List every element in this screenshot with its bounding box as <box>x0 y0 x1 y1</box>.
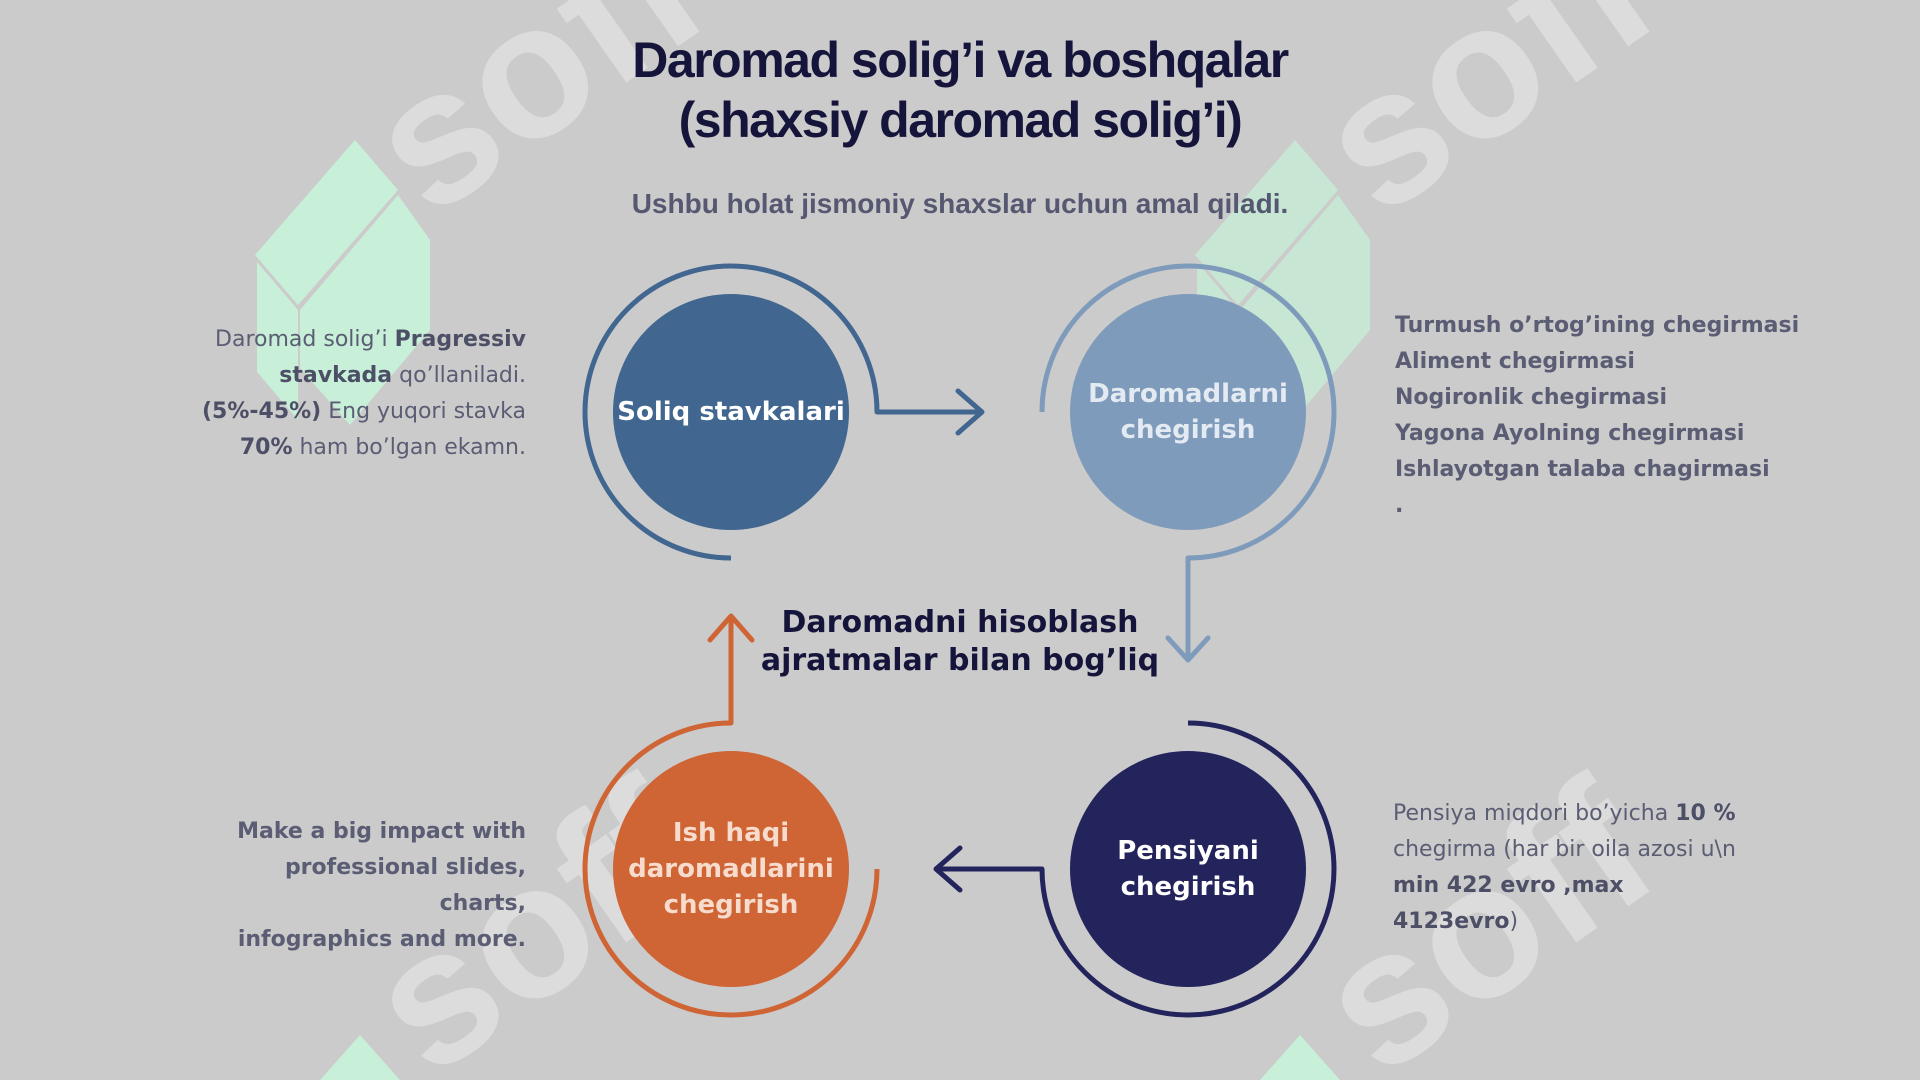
center-line-1: Daromadni hisoblash <box>781 605 1139 640</box>
note-bold: Pragressiv stavkada <box>279 327 526 388</box>
list-item: . <box>1395 493 1404 518</box>
center-caption: Daromadni hisoblash ajratmalar bilan bog… <box>740 604 1180 680</box>
center-line-2: ajratmalar bilan bog’liq <box>760 643 1160 678</box>
note-deductions-list: Turmush o’rtog’ining chegirmasi Aliment … <box>1395 308 1815 524</box>
title-line-1: Daromad solig’i va boshqalar <box>632 32 1289 88</box>
list-item: Ishlayotgan talaba chagirmasi <box>1395 457 1770 482</box>
circle-label: Pensiyani <box>1117 836 1259 866</box>
arrow-right-icon <box>874 388 985 436</box>
watermark-logo-icon <box>255 140 430 425</box>
note-bold: 10 % <box>1675 801 1736 826</box>
note-text: Eng yuqori stavka <box>321 399 526 424</box>
circle-pensiyani-chegirish: Pensiyani chegirish <box>1070 751 1306 987</box>
note-bold: (5%-45%) <box>201 399 322 424</box>
arrow-up-icon <box>707 613 755 726</box>
arrow-down-icon <box>1165 555 1211 663</box>
ring-pensiya <box>1039 720 1337 1018</box>
list-item: Aliment chegirmasi <box>1395 349 1635 374</box>
list-item: Nogironlik chegirmasi <box>1395 385 1667 410</box>
circle-label: Ish haqi <box>672 818 790 848</box>
list-item: Turmush o’rtog’ining chegirmasi <box>1395 313 1800 338</box>
note-text: qo’llaniladi. <box>392 363 526 388</box>
title-line-2: (shaxsiy daromad solig’i) <box>678 92 1243 148</box>
note-impact: Make a big impact with professional slid… <box>200 814 526 958</box>
circle-ish-haqi-chegirish: Ish haqi daromadlarini chegirish <box>613 751 849 987</box>
circle-label: Soliq stavkalari <box>617 397 845 427</box>
circle-label: chegirish <box>663 890 799 920</box>
ring-ishhaqi <box>582 720 880 1018</box>
note-text: Daromad solig’i <box>215 327 395 352</box>
circle-label: daromadlarini <box>628 854 834 884</box>
note-bold: 70% <box>239 435 293 460</box>
note-line: professional slides, charts, <box>284 855 526 916</box>
note-pension: Pensiya miqdori bo’yicha 10 % chegirma (… <box>1393 796 1753 940</box>
arrow-left-icon <box>933 845 1045 893</box>
circle-label: chegirish <box>1120 872 1256 902</box>
watermark-logo-icon <box>320 1035 1340 1080</box>
note-text: ham bo’lgan ekamn. <box>292 435 526 460</box>
list-item: Yagona Ayolning chegirmasi <box>1395 421 1745 446</box>
note-text: ) <box>1509 909 1519 934</box>
page-title: Daromad solig’i va boshqalar (shaxsiy da… <box>0 30 1920 150</box>
circle-daromadlarni-chegirish: Daromadlarni chegirish <box>1070 294 1306 530</box>
ring-soliq <box>582 263 880 561</box>
circle-label: Daromadlarni <box>1088 379 1288 409</box>
note-text: chegirma (har bir oila azosi u\n <box>1393 837 1736 862</box>
circle-label: chegirish <box>1120 415 1256 445</box>
note-text: Pensiya miqdori bo’yicha <box>1393 801 1676 826</box>
ring-daromad <box>1039 263 1337 561</box>
note-line: Make a big impact with <box>237 819 526 844</box>
note-tax-rates: Daromad solig’i Pragressiv stavkada qo’l… <box>200 322 526 466</box>
circle-soliq-stavkalari: Soliq stavkalari <box>613 294 849 530</box>
note-line: infographics and more. <box>237 927 526 952</box>
page-subtitle: Ushbu holat jismoniy shaxslar uchun amal… <box>631 188 1289 219</box>
note-bold: min 422 evro ,max 4123evro <box>1393 873 1624 934</box>
